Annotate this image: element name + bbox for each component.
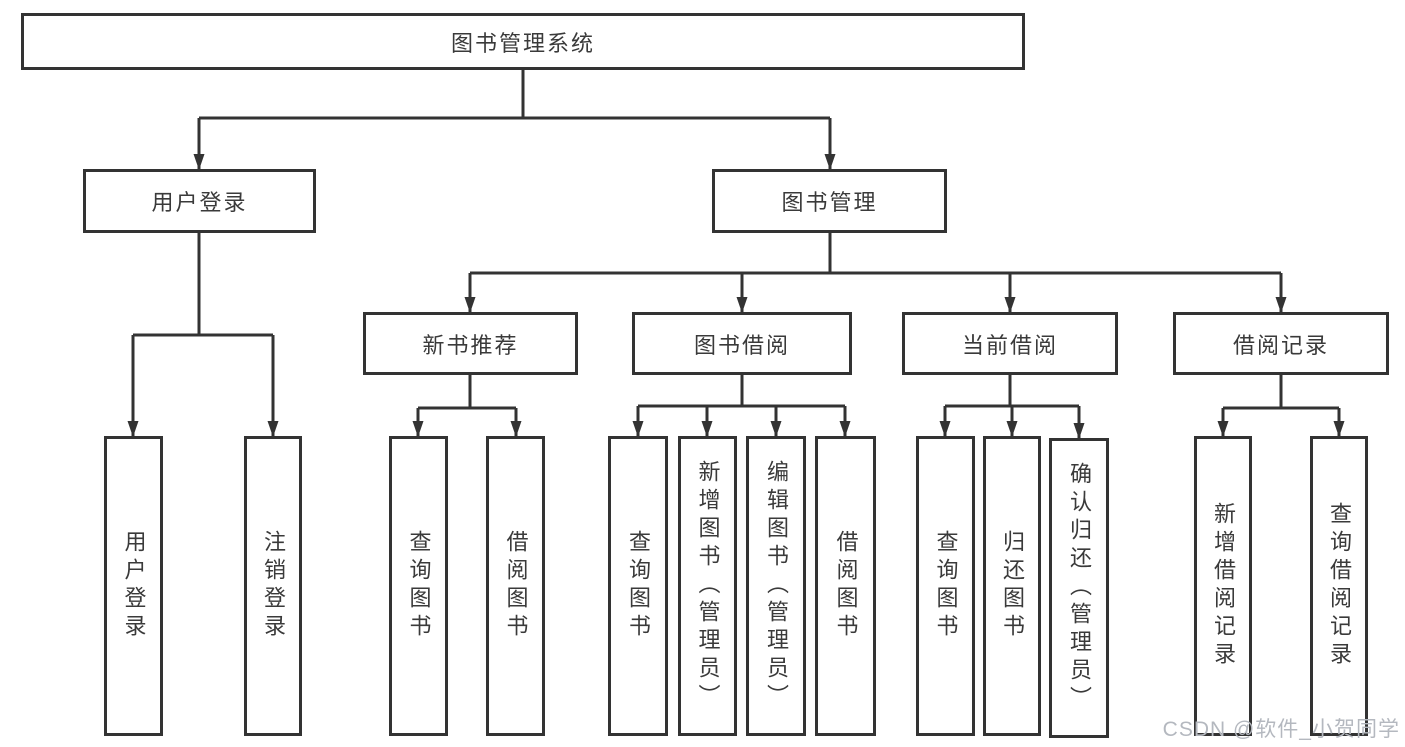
node-leaf-borrow-books-recommend: 借阅图书 xyxy=(486,436,545,736)
node-leaf-user-login: 用户登录 xyxy=(104,436,163,736)
node-label: 当前借阅 xyxy=(961,332,1058,358)
node-label: 图书管理 xyxy=(781,190,878,215)
csdn-watermark: CSDN @软件_小贺同学 xyxy=(1162,718,1400,741)
node-leaf-edit-books-admin: 编辑图书（管理员） xyxy=(746,436,806,736)
node-new-book-recommendation: 新书推荐 xyxy=(363,312,578,375)
node-library-management-system: 图书管理系统 xyxy=(21,13,1025,70)
node-label: 归还图书 xyxy=(1000,530,1025,642)
node-leaf-query-books-borrow: 查询图书 xyxy=(608,436,668,736)
node-label: 图书管理系统 xyxy=(450,30,595,56)
node-label: 新书推荐 xyxy=(422,332,519,358)
node-label: 注销登录 xyxy=(261,530,286,642)
node-label: 新增借阅记录 xyxy=(1211,502,1236,670)
node-label: 借阅记录 xyxy=(1232,332,1329,358)
node-user-login: 用户登录 xyxy=(83,169,316,233)
node-label: 用户登录 xyxy=(151,190,248,215)
node-label: 查询图书 xyxy=(626,530,651,642)
node-book-borrowing: 图书借阅 xyxy=(632,312,852,375)
node-label: 确认归还（管理员） xyxy=(1067,462,1092,714)
node-label: 查询图书 xyxy=(406,530,432,642)
node-leaf-query-books-current: 查询图书 xyxy=(916,436,975,736)
node-current-borrowing: 当前借阅 xyxy=(902,312,1118,375)
node-label: 查询图书 xyxy=(933,530,959,642)
node-book-management: 图书管理 xyxy=(712,169,947,233)
node-label: 用户登录 xyxy=(121,530,147,642)
node-label: 编辑图书（管理员） xyxy=(764,460,789,712)
node-label: 图书借阅 xyxy=(693,332,790,358)
node-leaf-add-books-admin: 新增图书（管理员） xyxy=(678,436,737,736)
node-leaf-query-borrow-record: 查询借阅记录 xyxy=(1310,436,1368,736)
node-label: 借阅图书 xyxy=(503,530,529,642)
node-leaf-return-books: 归还图书 xyxy=(983,436,1041,736)
node-label: 查询借阅记录 xyxy=(1327,502,1352,670)
node-leaf-confirm-return-admin: 确认归还（管理员） xyxy=(1049,438,1109,738)
node-leaf-add-borrow-record: 新增借阅记录 xyxy=(1194,436,1252,736)
node-leaf-logout: 注销登录 xyxy=(244,436,302,736)
node-label: 新增图书（管理员） xyxy=(695,460,721,712)
node-leaf-query-books-recommend: 查询图书 xyxy=(389,436,448,736)
node-label: 借阅图书 xyxy=(833,530,859,642)
node-leaf-borrow-books: 借阅图书 xyxy=(815,436,876,736)
node-borrowing-records: 借阅记录 xyxy=(1173,312,1389,375)
